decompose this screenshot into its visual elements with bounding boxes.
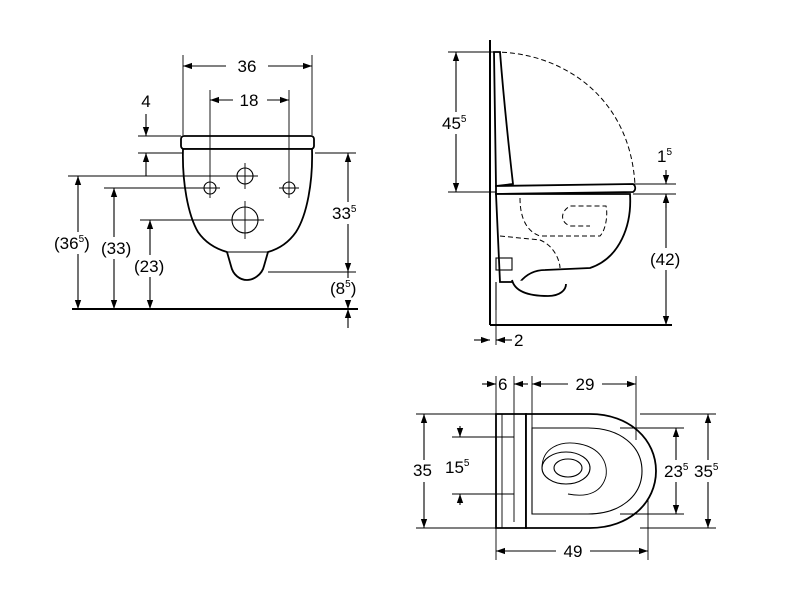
dim-inner-width-label: 235 bbox=[664, 462, 689, 481]
water-inlet bbox=[232, 163, 258, 189]
dim-fixing-label: 155 bbox=[445, 458, 470, 477]
dim-outlet-label: (85) bbox=[330, 279, 356, 298]
dim-seat-height-label: (42) bbox=[650, 250, 680, 269]
dim-bowl-depth-label: 29 bbox=[576, 375, 595, 394]
front-view: 36 18 4 335 (85) (365) (33) (23) bbox=[52, 54, 370, 328]
waste-outlet bbox=[226, 201, 264, 239]
lid-swing-arc bbox=[493, 51, 636, 186]
dim-width-label: 36 bbox=[238, 57, 257, 76]
dim-top-width-label: 35 bbox=[413, 461, 432, 480]
dim-seat-edge-label: 6 bbox=[498, 375, 507, 394]
bowl-body bbox=[182, 148, 313, 281]
fixing-hole-right bbox=[279, 178, 299, 198]
outlet-pipe bbox=[511, 279, 567, 297]
dim-height-a-label: (365) bbox=[54, 234, 90, 253]
dim-outer-width-label: 355 bbox=[694, 462, 719, 481]
dim-bowl-height-label: 335 bbox=[332, 204, 357, 223]
seat-side bbox=[495, 183, 637, 195]
bowl-internal bbox=[519, 197, 608, 237]
dim-height-c-label: (23) bbox=[134, 257, 164, 276]
dim-hole-spacing-label: 18 bbox=[240, 91, 259, 110]
dim-top-gap-label: 4 bbox=[141, 92, 150, 111]
dim-height-b-label: (33) bbox=[101, 239, 131, 258]
lid-upright bbox=[493, 51, 514, 188]
bowl-top-outline bbox=[525, 413, 657, 529]
side-view: 455 15 (42) 2 bbox=[440, 40, 688, 350]
fixing-hole-left bbox=[200, 178, 220, 198]
dim-wall-gap-label: 2 bbox=[514, 331, 523, 350]
dim-total-length-label: 49 bbox=[564, 542, 583, 561]
seat-rim bbox=[180, 135, 315, 150]
dim-seat-thickness-label: 15 bbox=[657, 147, 672, 166]
dim-lid-height-label: 455 bbox=[442, 114, 467, 133]
bowl-inner-rim bbox=[531, 427, 643, 515]
bowl-side bbox=[495, 193, 632, 283]
seat-hinge-plate bbox=[495, 413, 527, 529]
top-view: 6 29 49 35 155 235 355 bbox=[410, 373, 726, 562]
